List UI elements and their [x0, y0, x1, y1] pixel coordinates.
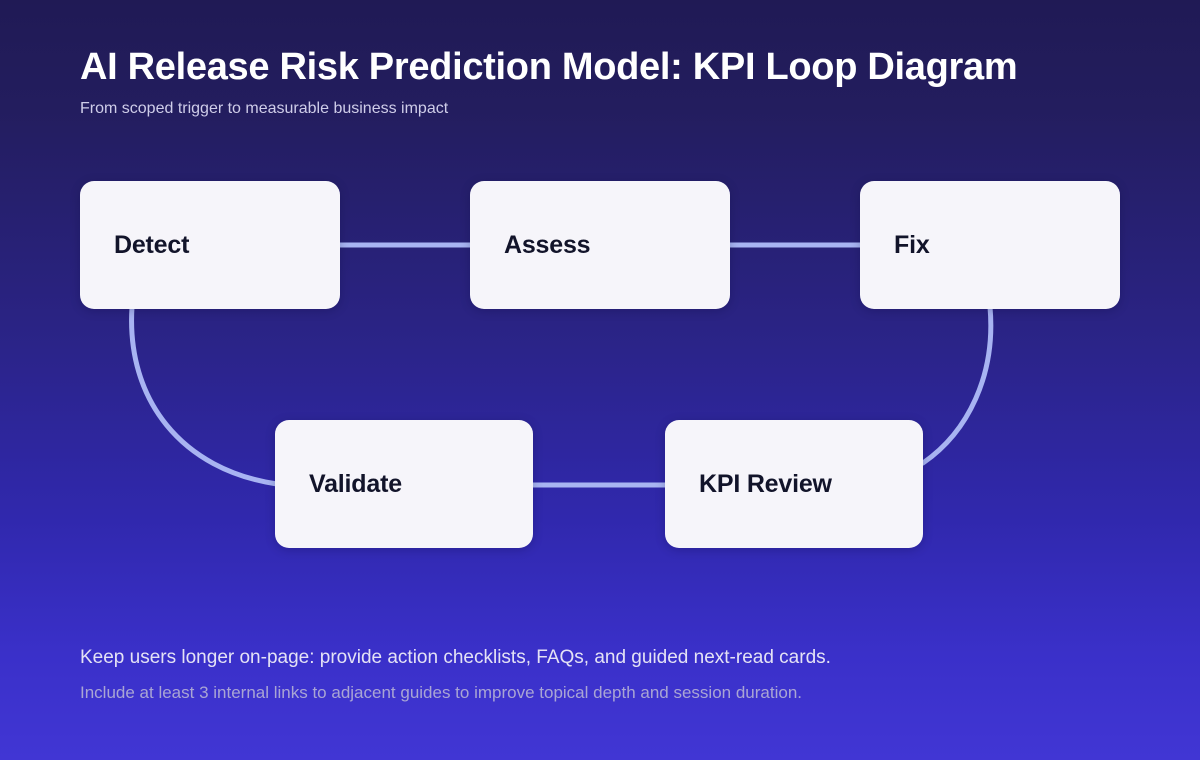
node-detect[interactable]: Detect	[80, 181, 340, 309]
edge-detect-validate	[129, 304, 280, 487]
footer-secondary-note: Include at least 3 internal links to adj…	[80, 683, 803, 702]
edge-fix-kpi-review	[920, 304, 994, 466]
node-label: Detect	[114, 230, 190, 259]
footer-primary-note: Keep users longer on-page: provide actio…	[80, 647, 831, 668]
node-validate[interactable]: Validate	[275, 420, 533, 548]
node-assess[interactable]: Assess	[470, 181, 730, 309]
node-label: KPI Review	[699, 469, 832, 498]
node-label: Assess	[504, 230, 591, 259]
header: AI Release Risk Prediction Model: KPI Lo…	[80, 44, 1140, 119]
node-fix[interactable]: Fix	[860, 181, 1120, 309]
node-label: Fix	[894, 230, 930, 259]
page-subtitle: From scoped trigger to measurable busine…	[80, 100, 449, 117]
page-title: AI Release Risk Prediction Model: KPI Lo…	[80, 46, 1018, 88]
footer: Keep users longer on-page: provide actio…	[80, 645, 1120, 704]
node-kpi-review[interactable]: KPI Review	[665, 420, 923, 548]
node-label: Validate	[309, 469, 402, 498]
